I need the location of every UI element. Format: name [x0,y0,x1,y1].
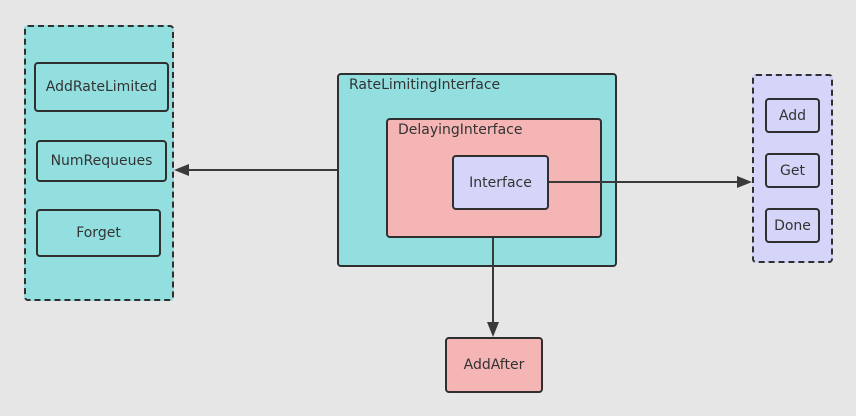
num-requeues-label: NumRequeues [50,153,153,169]
arrowhead-left [174,164,189,176]
add-after-label: AddAfter [463,357,525,373]
delaying-interface-label: DelayingInterface [398,122,523,138]
add-rate-limited-node[interactable]: AddRateLimited [34,62,169,112]
arrowhead-down [487,322,499,337]
rate-limiting-interface-label: RateLimitingInterface [349,77,501,93]
add-node[interactable]: Add [765,98,820,133]
get-node[interactable]: Get [765,153,820,188]
forget-node[interactable]: Forget [36,209,161,257]
done-node[interactable]: Done [765,208,820,243]
get-label: Get [780,162,805,179]
interface-node[interactable]: Interface [452,155,549,210]
add-after-node[interactable]: AddAfter [445,337,543,393]
interface-label: Interface [469,174,532,191]
done-label: Done [774,217,811,234]
arrowhead-right [737,176,752,188]
add-rate-limited-label: AddRateLimited [45,79,158,95]
add-label: Add [778,107,807,124]
num-requeues-node[interactable]: NumRequeues [36,140,167,182]
forget-label: Forget [76,225,121,241]
